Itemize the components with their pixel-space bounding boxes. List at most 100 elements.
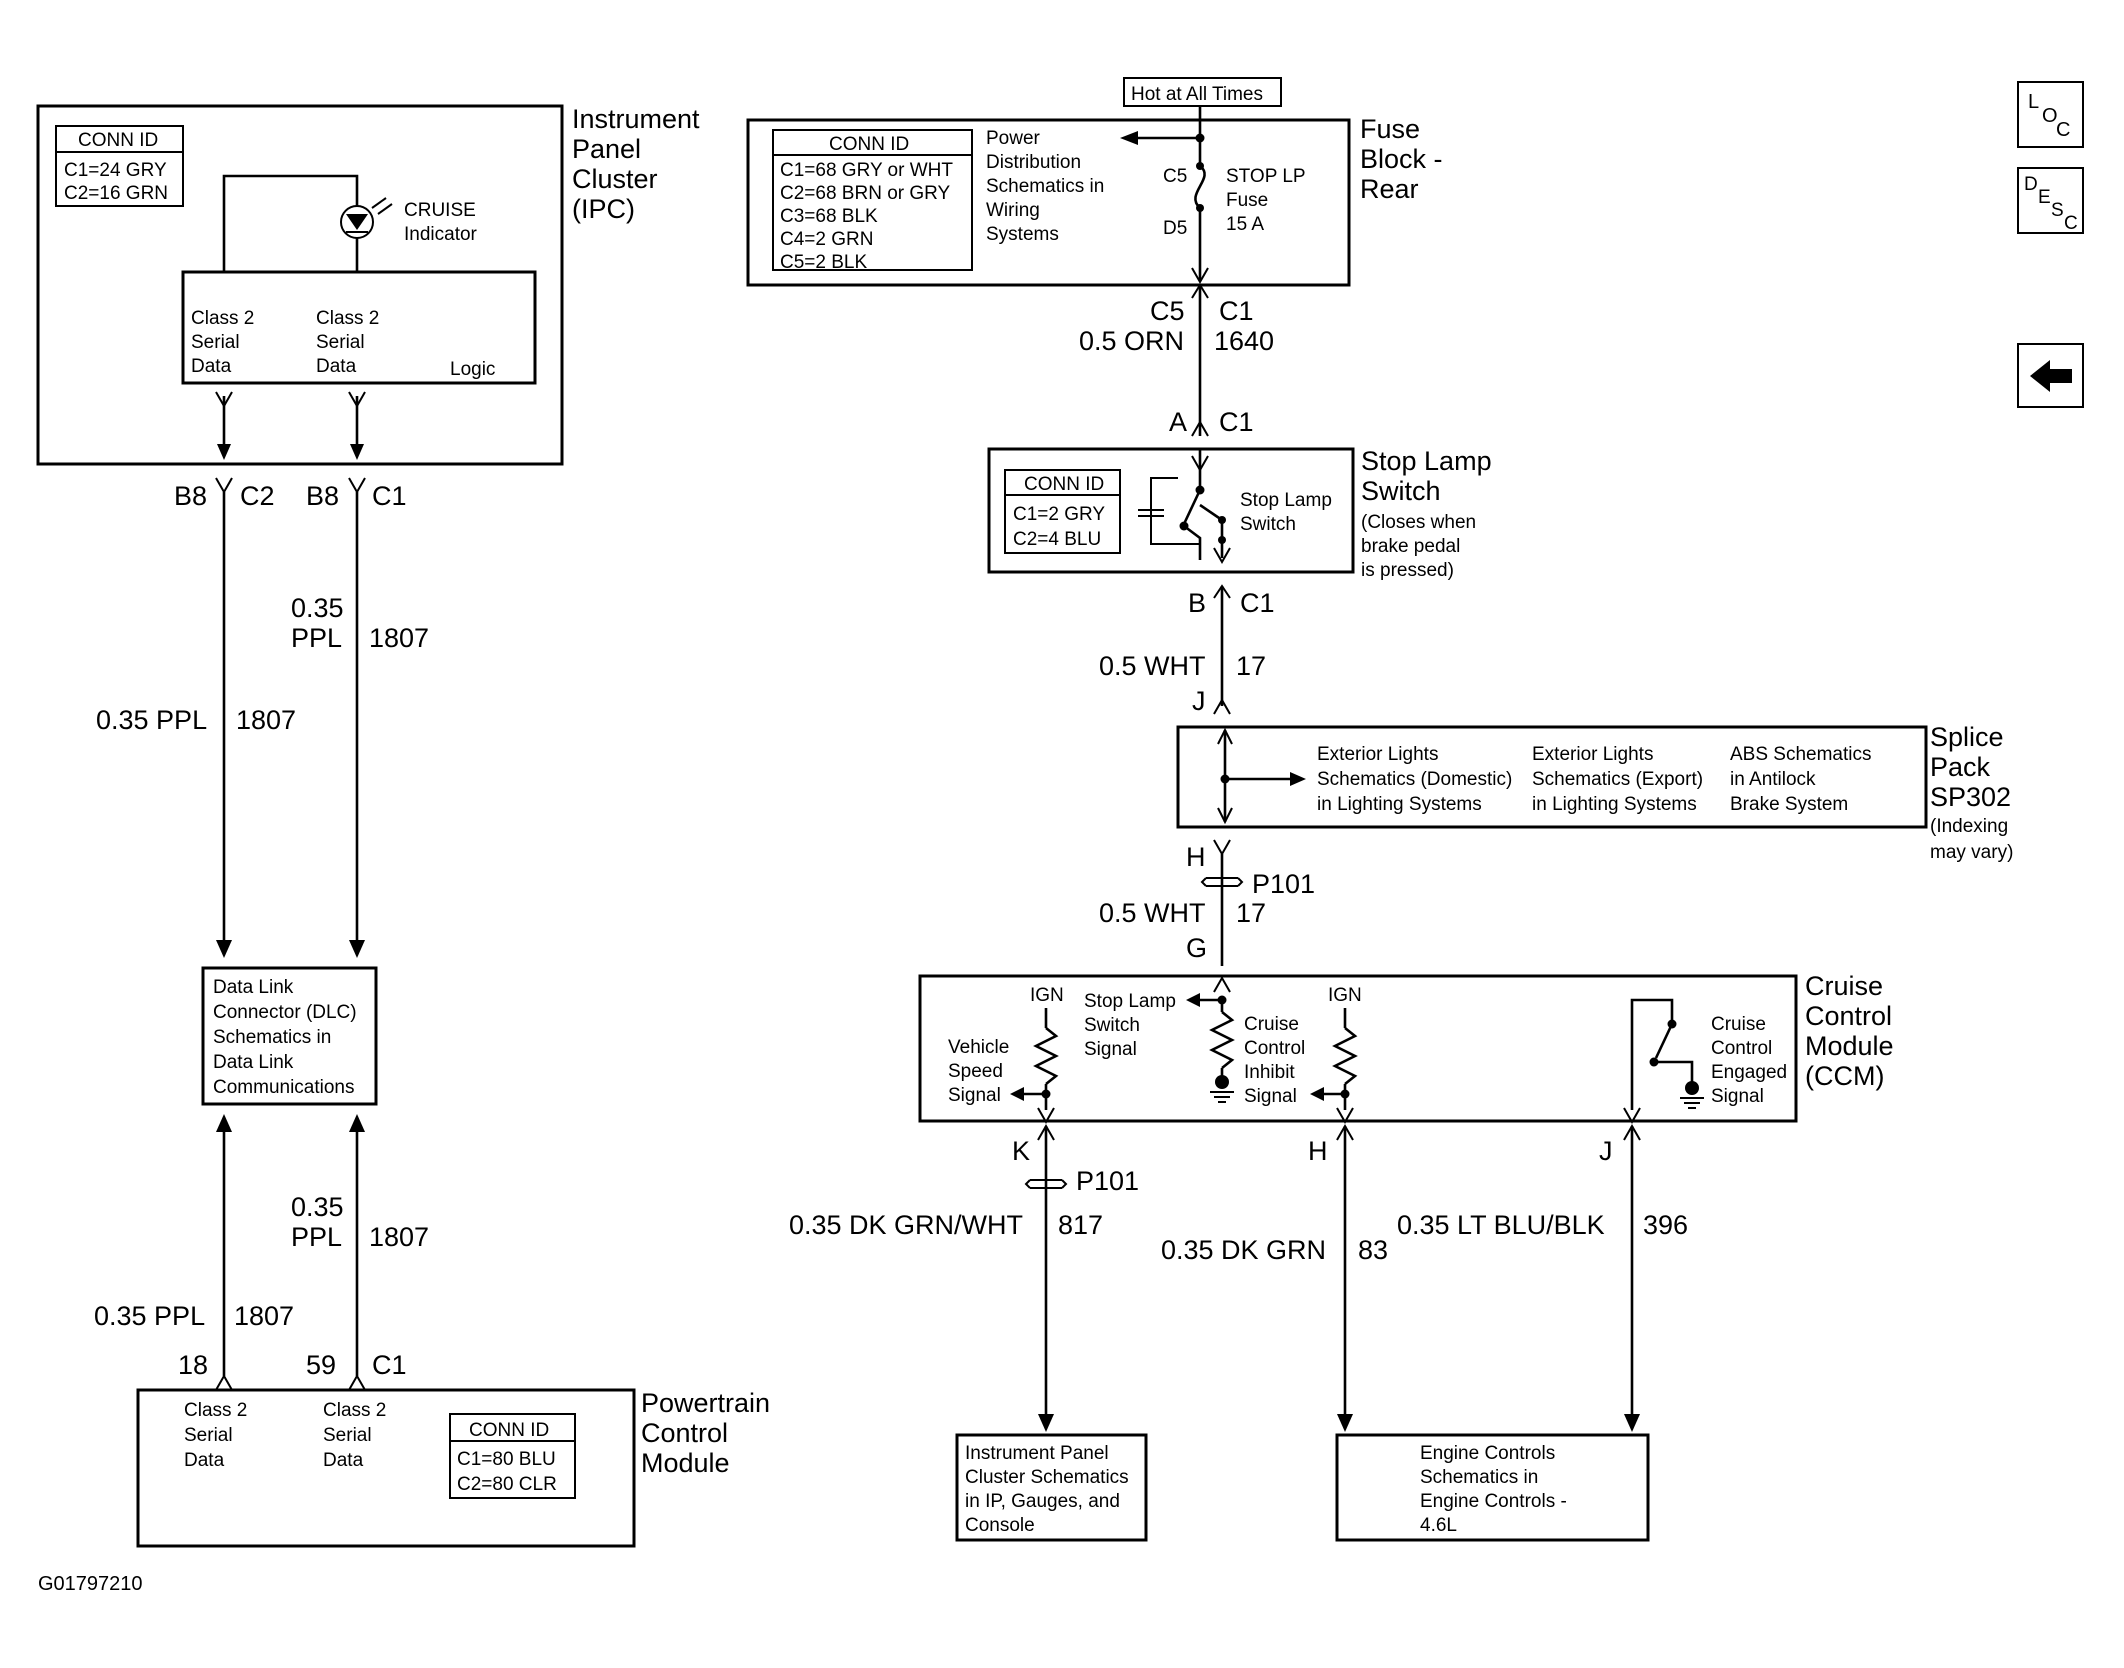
svg-text:Fuse: Fuse	[1226, 190, 1268, 211]
svg-text:Hot at All Times: Hot at All Times	[1131, 84, 1263, 105]
svg-text:Data: Data	[323, 1450, 364, 1471]
wire-396: 0.35 LT BLU/BLK 396	[1397, 1126, 1688, 1432]
svg-text:Inhibit: Inhibit	[1244, 1062, 1295, 1083]
pin-c5: C5	[1150, 296, 1185, 326]
svg-text:Data: Data	[316, 356, 357, 377]
pin-j-splice: J	[1192, 686, 1206, 716]
svg-text:Splice: Splice	[1930, 722, 2004, 752]
svg-text:(IPC): (IPC)	[572, 194, 635, 224]
ipc-schematics-reference[interactable]: Instrument Panel Cluster Schematics in I…	[955, 1433, 1148, 1542]
svg-text:Schematics in: Schematics in	[1420, 1467, 1538, 1488]
splice-pack-sp302: Splice Pack SP302 (Indexing may vary) Ex…	[1176, 722, 2013, 863]
svg-text:0.35 LT BLU/BLK: 0.35 LT BLU/BLK	[1397, 1210, 1605, 1240]
svg-text:Distribution: Distribution	[986, 152, 1081, 173]
svg-text:Control: Control	[641, 1418, 728, 1448]
svg-text:S: S	[2051, 200, 2064, 221]
svg-text:Logic: Logic	[450, 359, 495, 380]
pin-h-splice: H	[1186, 842, 1206, 872]
svg-text:may vary): may vary)	[1930, 842, 2013, 863]
svg-text:Serial: Serial	[184, 1425, 233, 1446]
svg-text:Connector (DLC): Connector (DLC)	[213, 1002, 357, 1023]
wire-1807-left-upper: 0.35 PPL 1807	[96, 492, 296, 958]
svg-text:Switch: Switch	[1240, 514, 1296, 535]
stop-lamp-switch: Stop Lamp Switch (Closes when brake peda…	[987, 446, 1492, 581]
svg-text:396: 396	[1643, 1210, 1688, 1240]
svg-text:C2=80 CLR: C2=80 CLR	[457, 1474, 557, 1495]
svg-text:C5: C5	[1163, 166, 1187, 187]
svg-text:D: D	[2024, 174, 2038, 195]
svg-text:Powertrain: Powertrain	[641, 1388, 770, 1418]
svg-text:Class 2: Class 2	[323, 1400, 386, 1421]
desc-button[interactable]: D E S C	[2017, 167, 2084, 234]
svg-text:C3=68 BLK: C3=68 BLK	[780, 206, 878, 227]
svg-text:CRUISE: CRUISE	[404, 200, 476, 221]
svg-text:CONN ID: CONN ID	[829, 134, 909, 155]
back-button[interactable]	[2017, 343, 2084, 408]
loc-button[interactable]: L O C	[2017, 81, 2084, 148]
svg-text:Data: Data	[184, 1450, 225, 1471]
svg-text:Control: Control	[1711, 1038, 1772, 1059]
svg-text:Data Link: Data Link	[213, 1052, 294, 1073]
pin-a: A	[1169, 407, 1187, 437]
wire-1807-left-lower: 0.35 PPL 1807	[94, 1114, 294, 1376]
svg-text:STOP LP: STOP LP	[1226, 166, 1306, 187]
svg-text:PPL: PPL	[291, 1222, 342, 1252]
fuse-conn-id: CONN ID C1=68 GRY or WHT C2=68 BRN or GR…	[772, 129, 973, 273]
pin-b8-c1: B8	[306, 481, 339, 511]
svg-text:Systems: Systems	[986, 224, 1059, 245]
svg-text:C2=16 GRN: C2=16 GRN	[64, 183, 168, 204]
svg-text:C5=2 BLK: C5=2 BLK	[780, 252, 867, 273]
svg-text:Wiring: Wiring	[986, 200, 1040, 221]
svg-text:SP302: SP302	[1930, 782, 2011, 812]
svg-text:C: C	[2056, 119, 2070, 141]
dlc-reference[interactable]: Data Link Connector (DLC) Schematics in …	[201, 966, 378, 1106]
conn-c1-fuse: C1	[1219, 296, 1254, 326]
svg-text:Data: Data	[191, 356, 232, 377]
svg-text:Switch: Switch	[1084, 1015, 1140, 1036]
svg-text:Serial: Serial	[191, 332, 240, 353]
svg-text:Cruise: Cruise	[1244, 1014, 1299, 1035]
svg-text:Rear: Rear	[1360, 174, 1419, 204]
svg-text:Signal: Signal	[948, 1085, 1001, 1106]
svg-text:Serial: Serial	[323, 1425, 372, 1446]
led-icon	[340, 197, 393, 239]
switch-icon	[1182, 489, 1202, 525]
svg-text:Pack: Pack	[1930, 752, 1991, 782]
svg-text:Indicator: Indicator	[404, 224, 478, 245]
svg-text:1807: 1807	[236, 705, 296, 735]
svg-text:Panel: Panel	[572, 134, 641, 164]
svg-text:Instrument: Instrument	[572, 104, 700, 134]
svg-text:Class 2: Class 2	[191, 308, 254, 329]
resistor-icon-inhibit	[1332, 1026, 1358, 1086]
svg-text:1807: 1807	[234, 1301, 294, 1331]
svg-text:P101: P101	[1252, 869, 1315, 899]
svg-text:Stop Lamp: Stop Lamp	[1361, 446, 1492, 476]
svg-text:Speed: Speed	[948, 1061, 1003, 1082]
svg-text:(Indexing: (Indexing	[1930, 816, 2008, 837]
engine-controls-reference[interactable]: Engine Controls Schematics in Engine Con…	[1335, 1433, 1650, 1542]
svg-text:Signal: Signal	[1244, 1086, 1297, 1107]
circuit-17-lower: 17	[1236, 898, 1266, 928]
svg-text:83: 83	[1358, 1235, 1388, 1265]
pcm-conn-id: CONN ID C1=80 BLU C2=80 CLR	[449, 1413, 576, 1499]
ipc-conn-id: CONN ID C1=24 GRY C2=16 GRN	[55, 125, 184, 207]
fuse-block-rear: Fuse Block - Rear CONN ID C1=68 GRY or W…	[746, 114, 1443, 287]
pin-59: 59	[306, 1350, 336, 1380]
svg-text:C4=2 GRN: C4=2 GRN	[780, 229, 873, 250]
svg-text:Brake System: Brake System	[1730, 794, 1848, 815]
p101-connector-upper	[1200, 877, 1244, 887]
svg-text:CONN ID: CONN ID	[1024, 474, 1104, 495]
svg-text:PPL: PPL	[291, 623, 342, 653]
pin-18: 18	[178, 1350, 208, 1380]
svg-text:Engaged: Engaged	[1711, 1062, 1787, 1083]
svg-text:Module: Module	[1805, 1031, 1894, 1061]
pin-j-ccm: J	[1599, 1136, 1613, 1166]
svg-text:Exterior Lights: Exterior Lights	[1317, 744, 1438, 765]
svg-text:Power: Power	[986, 128, 1041, 149]
conn-c1-slsa: C1	[1219, 407, 1254, 437]
svg-text:Schematics (Export): Schematics (Export)	[1532, 769, 1703, 790]
svg-text:Schematics (Domestic): Schematics (Domestic)	[1317, 769, 1512, 790]
svg-text:Cruise: Cruise	[1805, 971, 1883, 1001]
svg-text:Console: Console	[965, 1515, 1035, 1536]
